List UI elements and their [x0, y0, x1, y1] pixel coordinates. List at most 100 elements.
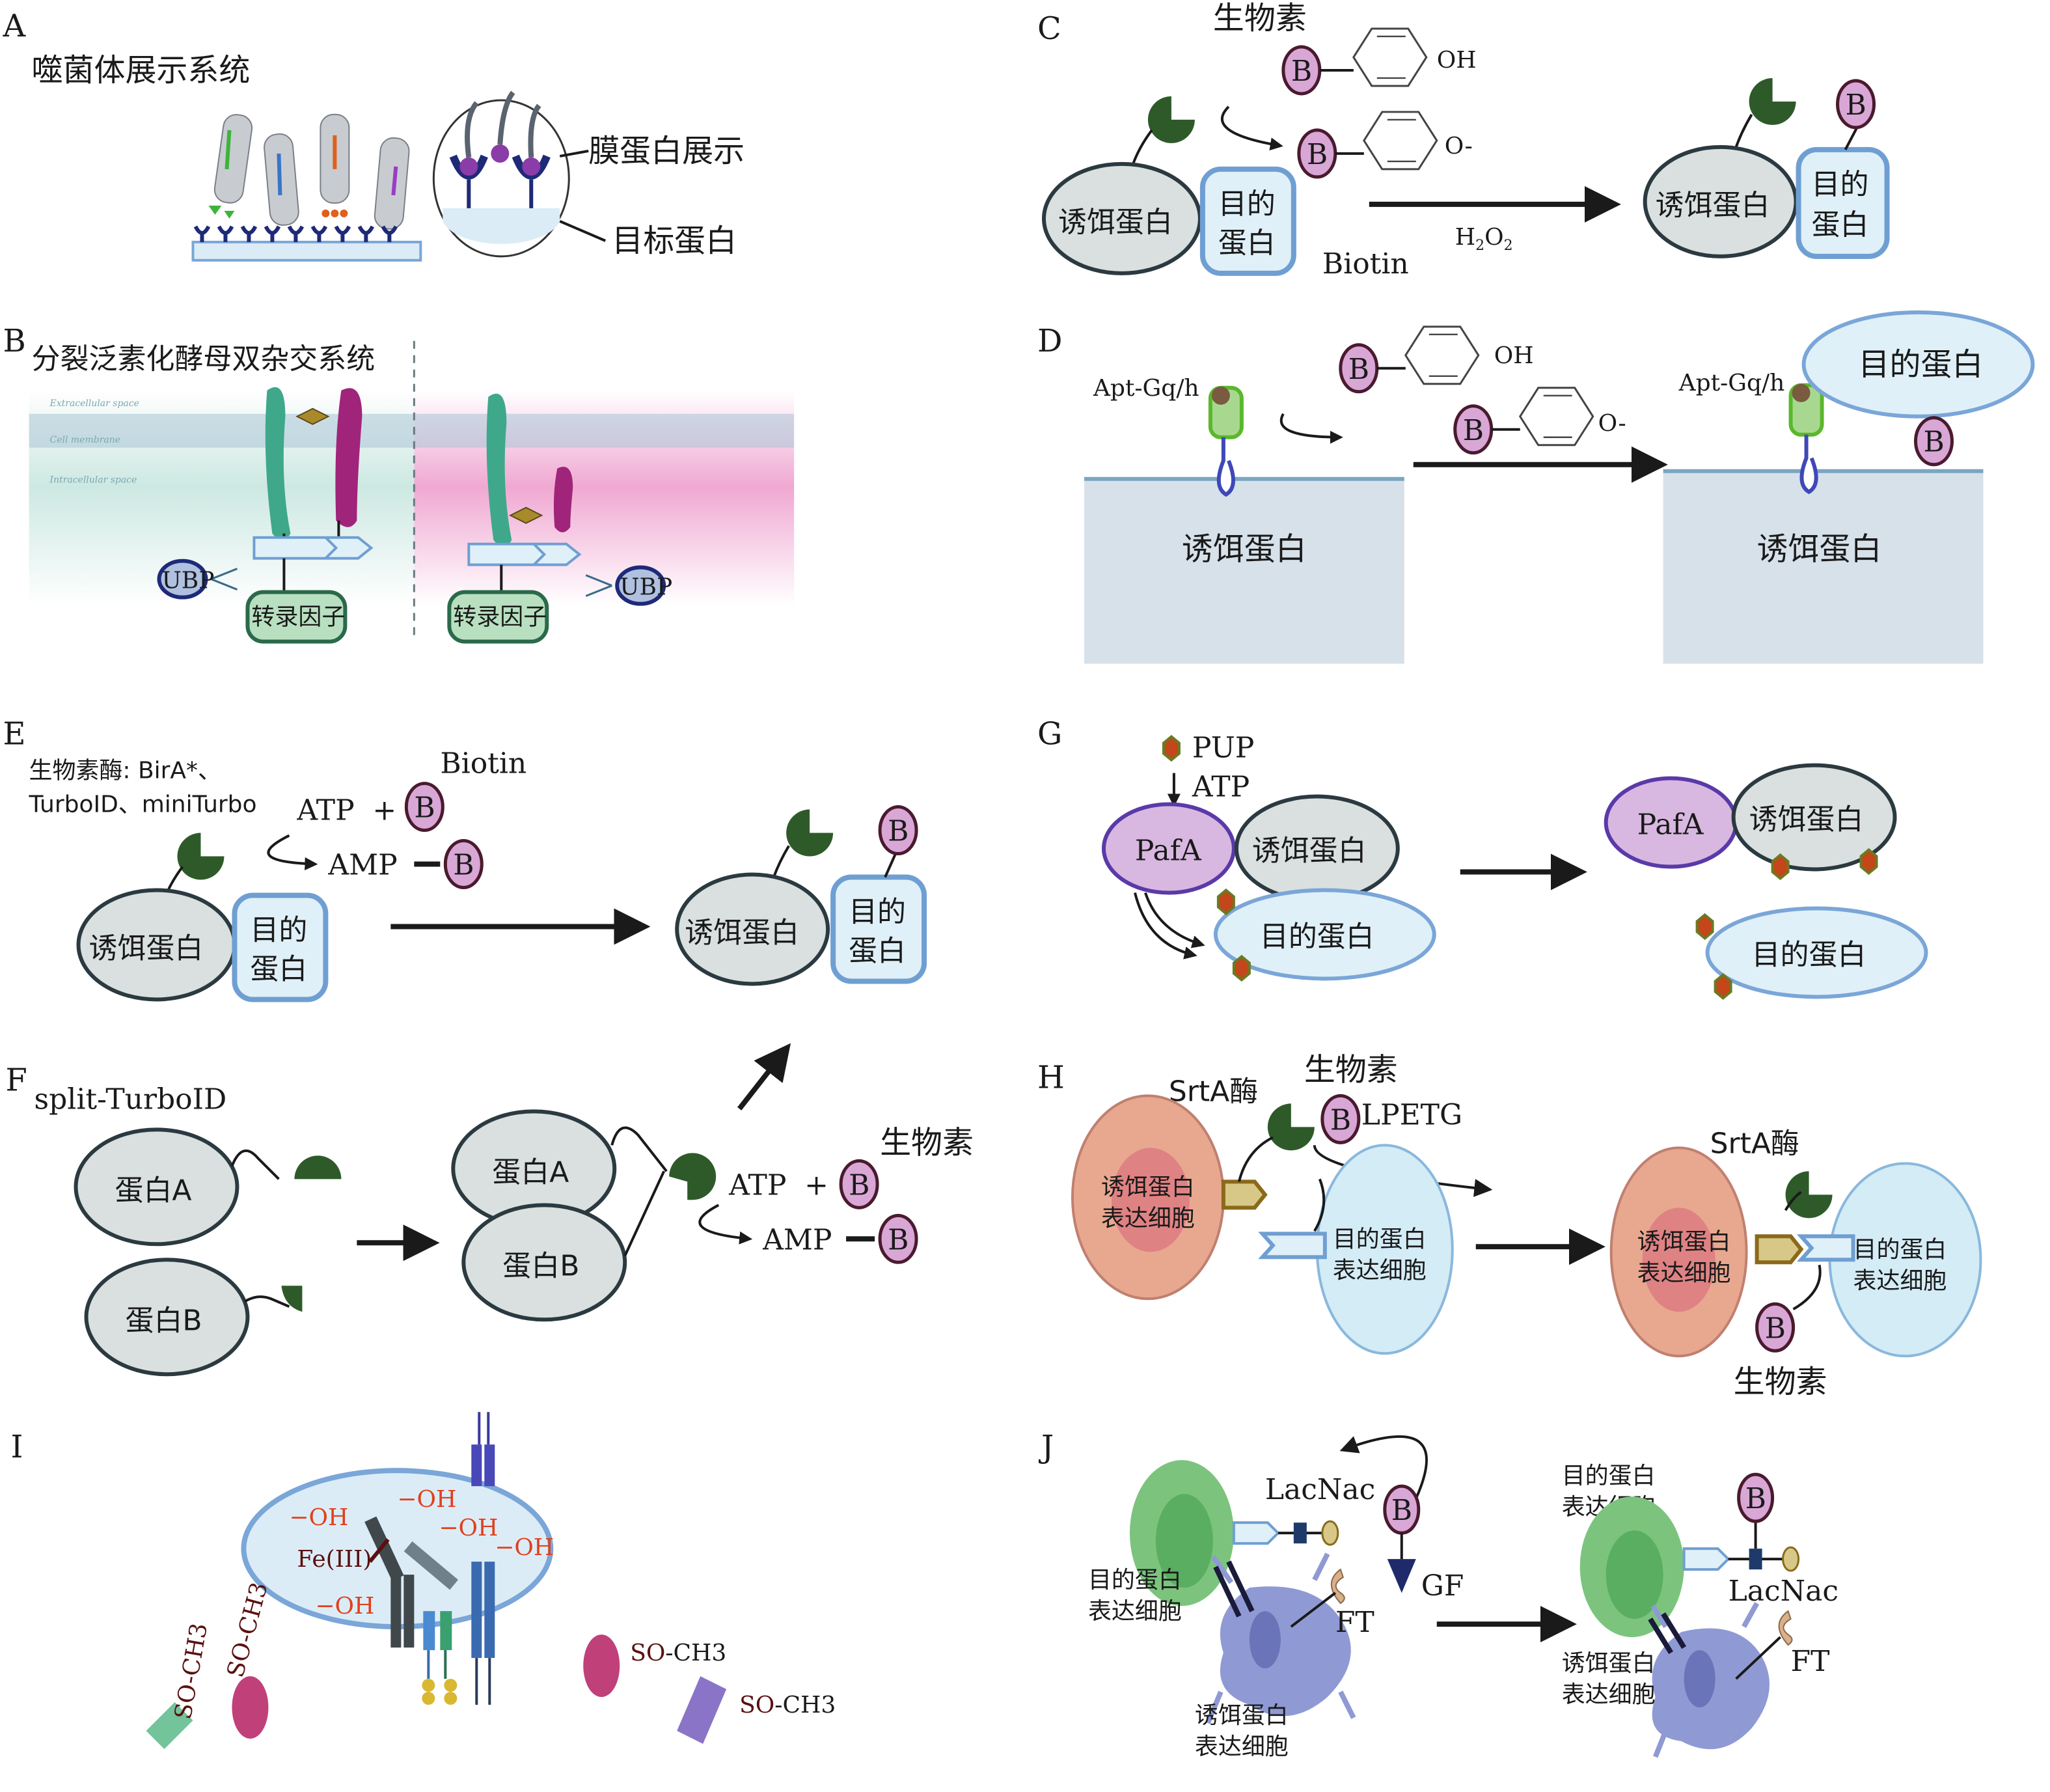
- transcription-factor-left: [245, 590, 348, 644]
- lacnac-label: LacNac: [1265, 1473, 1375, 1506]
- bait-label-right: 诱饵蛋白: [1757, 531, 1882, 568]
- panel-e: E 生物素酶: BirA*、 TurboID、miniTurbo Biotin …: [3, 716, 927, 1002]
- bait-dendritic-cell: [1205, 1552, 1356, 1724]
- receptor-blue-small: [423, 1611, 435, 1651]
- bait-protein-result: [675, 872, 830, 986]
- phenol-ring: [1404, 325, 1480, 385]
- bait-cell-label-2: 表达细胞: [1562, 1681, 1656, 1708]
- bait-protein-label: 诱饵蛋白: [1656, 189, 1770, 222]
- hydroxyl-group: −OH: [315, 1593, 374, 1620]
- lpetg-label: LPETG: [1361, 1098, 1462, 1131]
- transcription-factor-right: [447, 590, 549, 644]
- enzyme-list-line2: TurboID、miniTurbo: [29, 792, 257, 818]
- biotin-symbol: B: [1463, 414, 1484, 447]
- biotin-tag: [878, 805, 918, 856]
- antibody-icon: [364, 1516, 458, 1648]
- protein-purple-sulfoxide: SO-CH3: [677, 1676, 836, 1744]
- biotin-symbol: B: [1765, 1312, 1786, 1345]
- biotin-symbol: B: [1330, 1103, 1351, 1137]
- panel-label-d: D: [1037, 323, 1062, 359]
- bait-cell-label-1: 诱饵蛋白: [1101, 1174, 1195, 1200]
- g-quadruplex-aptamer: [1208, 385, 1244, 497]
- lacnac-glycan: [1293, 1523, 1307, 1544]
- biotin-tag: [1836, 79, 1876, 130]
- receptor-top: [471, 1412, 495, 1487]
- upward-arrow: [737, 1043, 791, 1110]
- biotin-symbol: B: [1348, 353, 1369, 386]
- phage-blue: [264, 133, 299, 226]
- receptor-tag: [1232, 1521, 1280, 1545]
- split-turboid-c-icon: [281, 1286, 303, 1312]
- so-ch3-label: SO-CH3: [739, 1692, 836, 1718]
- gdp-fucose-icon: [1387, 1559, 1416, 1593]
- target-label: 目的蛋白: [1859, 346, 1984, 383]
- biotin-symbol: B: [849, 1168, 869, 1202]
- ft-label: FT: [1791, 1645, 1830, 1678]
- panel-g: G PUP ATP PafA 诱饵蛋白 目的蛋白 PafA 诱饵蛋白 目的蛋白: [1037, 716, 1928, 1000]
- inset-surface: [443, 208, 560, 244]
- plus-sign: +: [804, 1168, 828, 1202]
- srta-label: SrtA酶: [1710, 1127, 1799, 1160]
- protein-magenta-sulfoxide-1: SO-CH3: [223, 1579, 273, 1739]
- scissors-icon: [210, 568, 238, 591]
- callout-membrane-display: 膜蛋白展示: [588, 133, 745, 169]
- reconstituted-turboid-icon: [669, 1153, 717, 1200]
- inset-receptors: [449, 90, 551, 208]
- target-cell-label-2: 表达细胞: [1333, 1257, 1427, 1284]
- bait-protein-result: [1731, 763, 1897, 872]
- biotin-label-en: Biotin: [1322, 247, 1409, 281]
- so-ch3-label: SO-CH3: [170, 1621, 213, 1721]
- display-surface: [191, 240, 422, 262]
- ubp-label-left: UBP: [161, 568, 214, 594]
- lpetg-anchor: [1221, 1179, 1268, 1210]
- protein-a-label: 蛋白A: [115, 1174, 192, 1207]
- protein-b-complex: [461, 1203, 627, 1322]
- protein-green-sulfoxide: SO-CH3: [146, 1621, 213, 1750]
- callout-target-protein: 目标蛋白: [612, 223, 737, 259]
- biotin-circle: [404, 782, 444, 833]
- scissors-icon: [585, 574, 612, 598]
- aptamer-label: Apt-Gq/h: [1678, 370, 1785, 396]
- bait-surface-right: [1663, 471, 1984, 664]
- target-protein-result: [830, 874, 927, 984]
- protein-magenta-sulfoxide-2: SO-CH3: [583, 1634, 726, 1698]
- biotin-circle: [1320, 1094, 1361, 1144]
- protein-a: [74, 1127, 239, 1247]
- hydroxyl-group: −OH: [439, 1515, 498, 1541]
- pup-tag-icon: [1232, 955, 1251, 982]
- aptamer-label: Apt-Gq/h: [1093, 375, 1199, 402]
- biotin-symbol: B: [1745, 1482, 1766, 1515]
- sortase-enzyme-icon: [1785, 1171, 1833, 1219]
- pup-tag-icon: [1771, 853, 1790, 880]
- panel-label-e: E: [3, 716, 26, 752]
- target-cell-label-1: 目的蛋白: [1333, 1226, 1427, 1252]
- panel-a: A 噬菌体展示系统: [3, 8, 745, 262]
- panel-label-g: G: [1037, 716, 1062, 752]
- panel-label-j: J: [1038, 1429, 1054, 1465]
- target-cell-label-1: 目的蛋白: [1088, 1567, 1182, 1593]
- receptor-dimer: [471, 1562, 482, 1659]
- panel-f: F split-TurboID 蛋白A 蛋白B 蛋白A 蛋白B 生物素 ATP …: [6, 1043, 974, 1377]
- amp-label: AMP: [327, 849, 397, 882]
- label-extracellular: Extracellular space: [49, 398, 139, 409]
- panel-c: C 生物素 B OH B O- 诱饵蛋白 目的 蛋白 Biotin H2O2 诱…: [1037, 0, 1890, 281]
- phenol-ring: [1519, 387, 1594, 447]
- biotin-symbol: B: [1291, 55, 1312, 88]
- srta-label: SrtA酶: [1169, 1075, 1258, 1108]
- plus-sign: +: [372, 794, 396, 827]
- biotin-circle: [839, 1159, 879, 1209]
- panel-label-f: F: [6, 1062, 27, 1098]
- biotin-circle: [878, 1213, 918, 1264]
- target-label-line1: 目的: [1218, 187, 1276, 221]
- split-ubiquitin-left: [157, 387, 374, 644]
- target-protein: [1801, 310, 2035, 419]
- target-protein: [232, 892, 329, 1002]
- biotin-symbol: B: [453, 849, 474, 882]
- biotin-symbol: B: [414, 792, 435, 825]
- panel-f-title: split-TurboID: [34, 1082, 227, 1116]
- biotin-tag: [1755, 1302, 1796, 1353]
- phage-green: [208, 114, 253, 219]
- biotin-circle: [443, 839, 484, 890]
- atp-label: ATP: [728, 1168, 786, 1202]
